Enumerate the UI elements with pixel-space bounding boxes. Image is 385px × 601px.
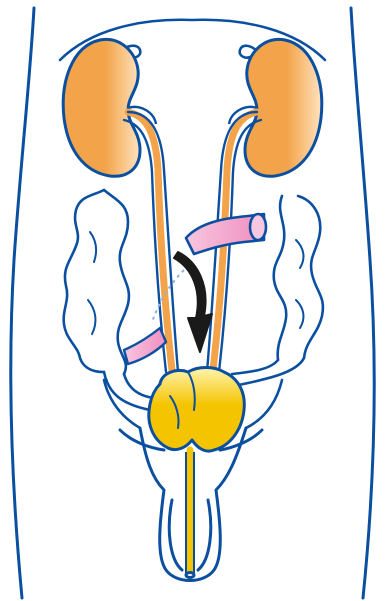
- urethra: [186, 450, 194, 576]
- right-kidney: [229, 39, 322, 176]
- transplanted-segment: [124, 214, 266, 364]
- flow-arrow: [174, 252, 212, 352]
- bladder: [149, 368, 245, 452]
- left-kidney: [63, 39, 156, 176]
